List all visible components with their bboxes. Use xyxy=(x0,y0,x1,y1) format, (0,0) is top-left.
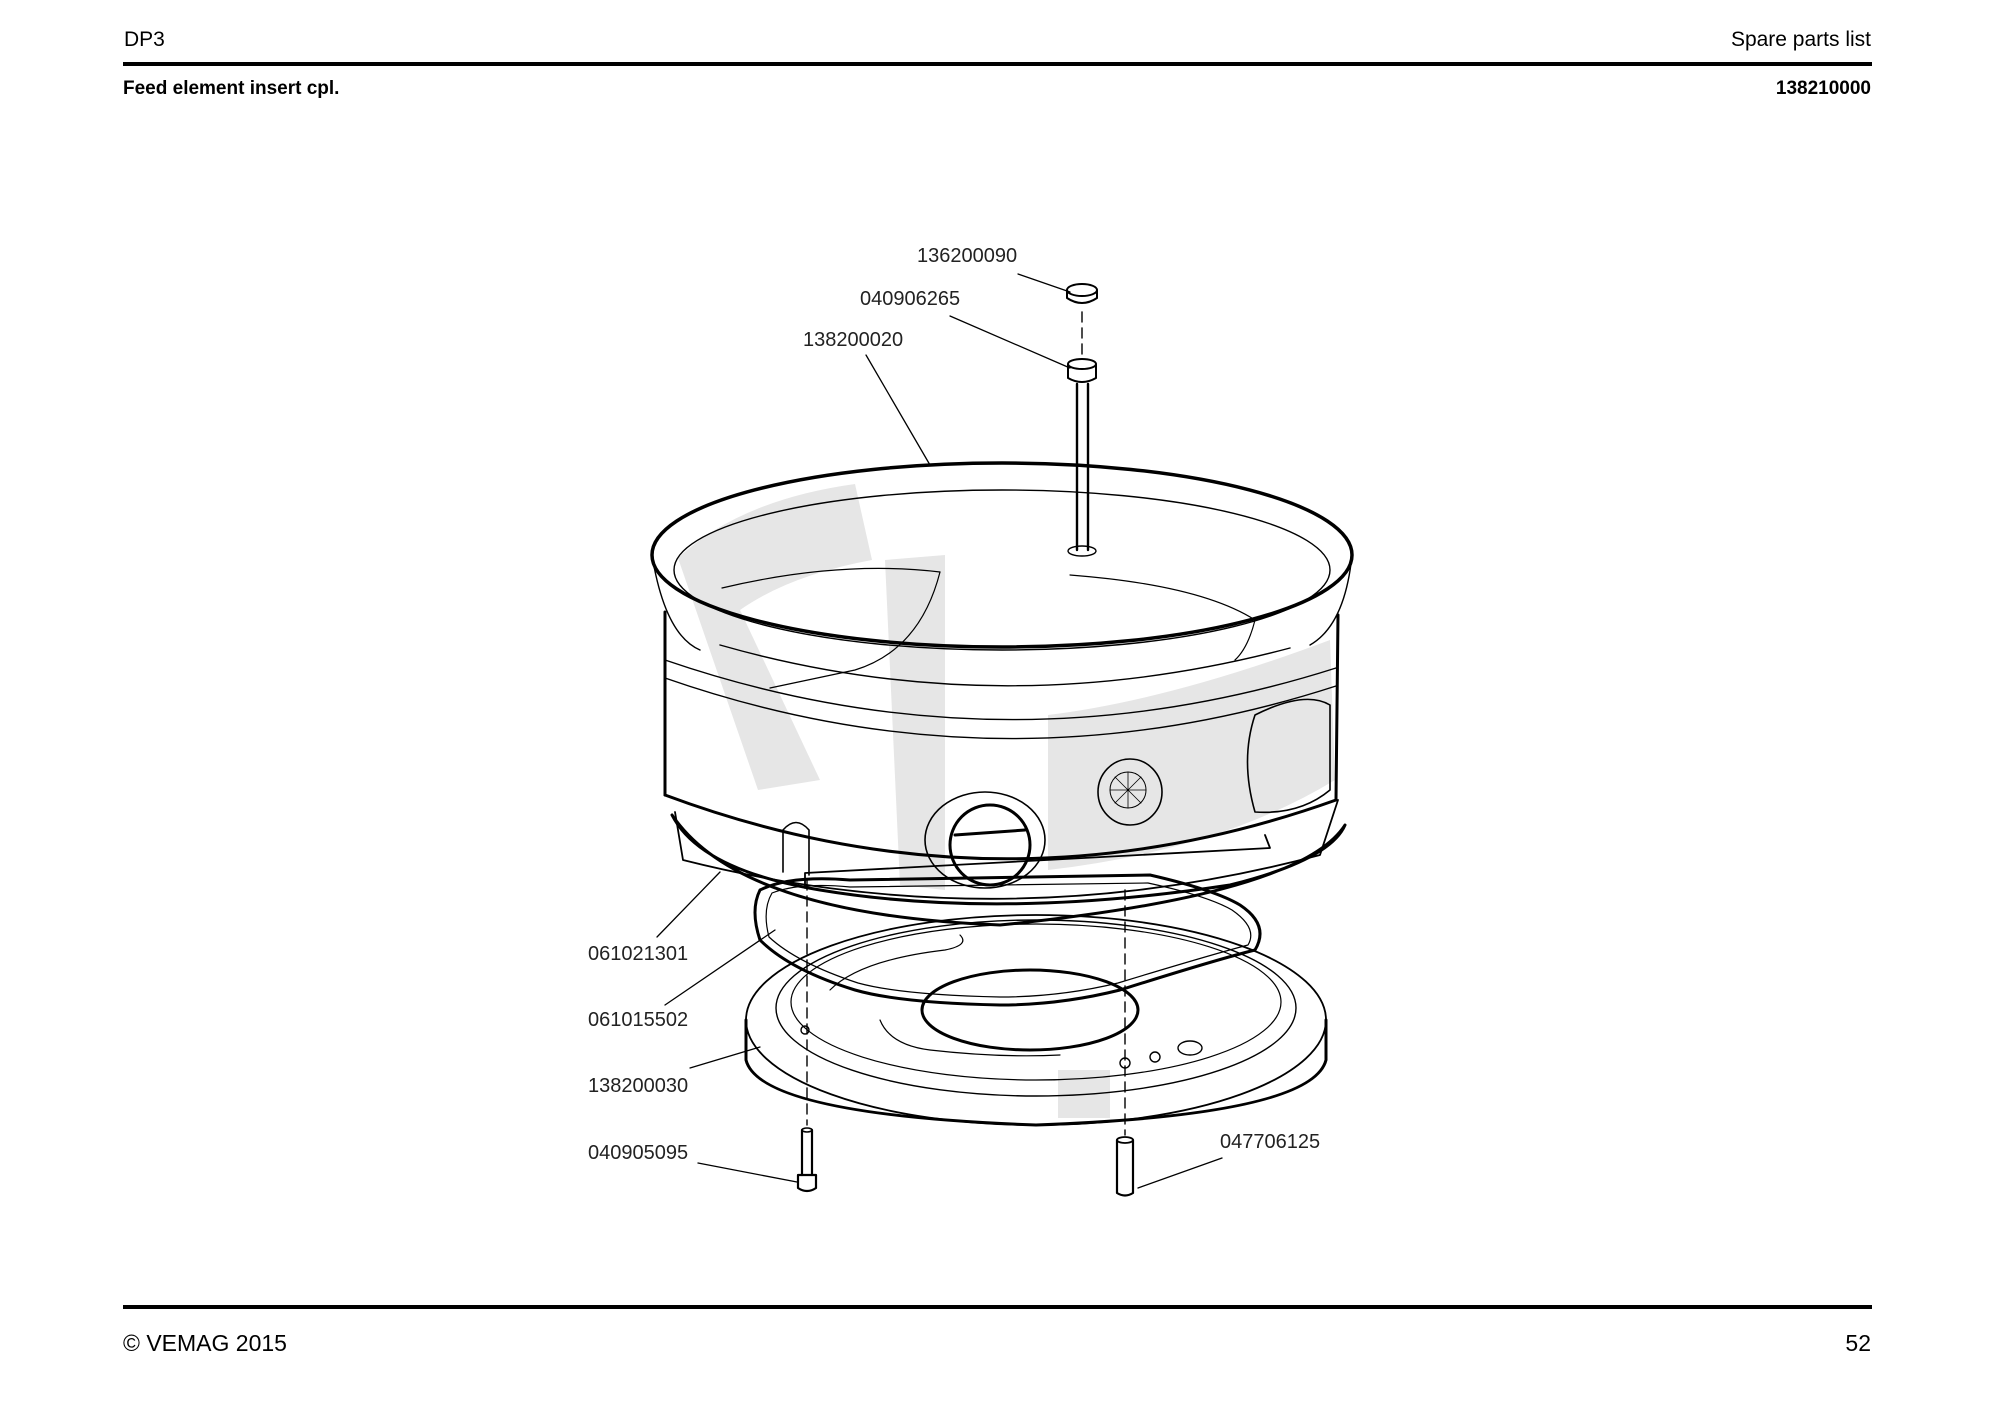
assembly-number: 138210000 xyxy=(1775,78,1871,99)
header-rule xyxy=(123,62,1872,66)
header-doc-type: Spare parts list xyxy=(1730,28,1871,51)
part-label-138200030: 138200030 xyxy=(588,1075,688,1097)
part-label-061021301: 061021301 xyxy=(588,943,688,965)
page-number: 52 xyxy=(1845,1330,1871,1356)
screw-040905095 xyxy=(796,1127,818,1193)
o-ring-061021301 xyxy=(670,813,1347,927)
header-model: DP3 xyxy=(124,28,165,51)
pin-047706125 xyxy=(1115,1136,1135,1197)
assembly-axis-lines xyxy=(806,311,1126,1136)
copyright: © VEMAG 2015 xyxy=(123,1330,287,1356)
assembly-name: Feed element insert cpl. xyxy=(123,78,340,99)
part-label-040905095: 040905095 xyxy=(588,1142,688,1164)
part-label-138200020: 138200020 xyxy=(803,329,903,351)
footer-rule xyxy=(123,1305,1872,1309)
cap-136200090 xyxy=(1066,283,1098,304)
part-label-047706125: 047706125 xyxy=(1220,1131,1320,1153)
plate-138200030 xyxy=(744,914,1328,1127)
drawing-shading xyxy=(678,484,1335,1118)
part-label-061015502: 061015502 xyxy=(588,1009,688,1031)
part-label-040906265: 040906265 xyxy=(860,288,960,310)
leader-lines xyxy=(656,273,1223,1189)
part-label-136200090: 136200090 xyxy=(917,245,1017,267)
bolt-040906265 xyxy=(1067,358,1097,557)
